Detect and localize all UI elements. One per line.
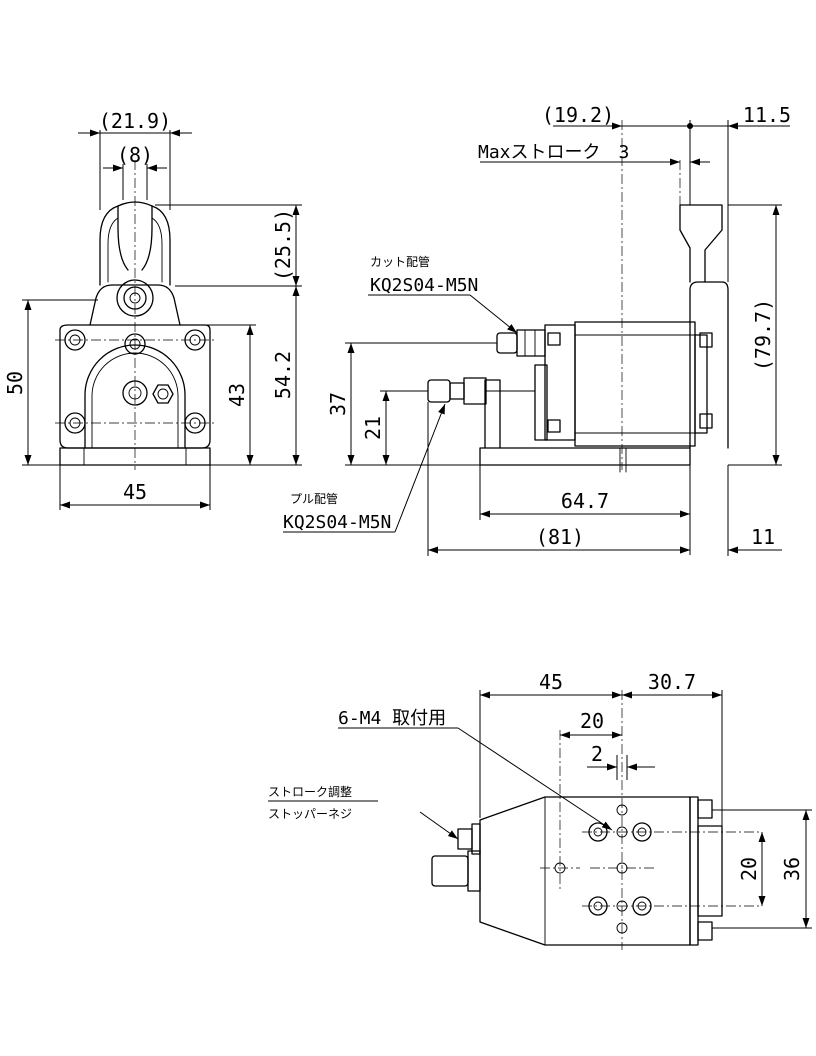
front-view: (21.9) (8) (25.5) 50 43 54.2 45	[3, 109, 302, 510]
side-view: (19.2) 11.5 Maxストローク 3 (79.7) 37 21 64.7…	[283, 103, 791, 556]
stroke-adjust-label: ストローク調整	[268, 784, 352, 799]
dim-2: 2	[591, 742, 603, 766]
bottom-view: 45 30.7 20 2 20 36 6-M4 取付用 ストローク調整 ストッパ…	[268, 670, 812, 950]
dim-25-5: (25.5)	[271, 209, 295, 281]
dim-11-5: 11.5	[743, 103, 791, 127]
pull-pipe-label: プル配管	[290, 491, 338, 506]
dim-20-vertical: 20	[737, 857, 761, 881]
holes-label: 6-M4 取付用	[338, 708, 446, 729]
dim-8: (8)	[117, 143, 153, 167]
dim-45-front: 45	[123, 480, 147, 504]
dim-81: (81)	[536, 525, 584, 549]
dim-20-horizontal: 20	[580, 709, 604, 733]
dim-21-9: (21.9)	[99, 109, 171, 133]
dim-11: 11	[751, 525, 775, 549]
dim-19-2: (19.2)	[542, 103, 614, 127]
max-stroke-label: Maxストローク 3	[478, 142, 629, 163]
dim-45-bottom: 45	[539, 670, 563, 694]
dim-54-2: 54.2	[271, 351, 295, 399]
dim-43: 43	[225, 383, 249, 407]
dim-79-7: (79.7)	[751, 299, 775, 371]
dim-37: 37	[326, 392, 350, 416]
dim-36: 36	[780, 857, 804, 881]
dim-21: 21	[361, 416, 385, 440]
dim-30-7: 30.7	[648, 670, 696, 694]
dim-64-7: 64.7	[561, 489, 609, 513]
cut-pipe-label: カット配管	[370, 254, 430, 269]
pull-pipe-part: KQ2S04-M5N	[283, 512, 391, 533]
cut-pipe-part: KQ2S04-M5N	[370, 275, 478, 296]
stopper-screw-label: ストッパーネジ	[268, 807, 352, 821]
dim-50: 50	[3, 371, 27, 395]
